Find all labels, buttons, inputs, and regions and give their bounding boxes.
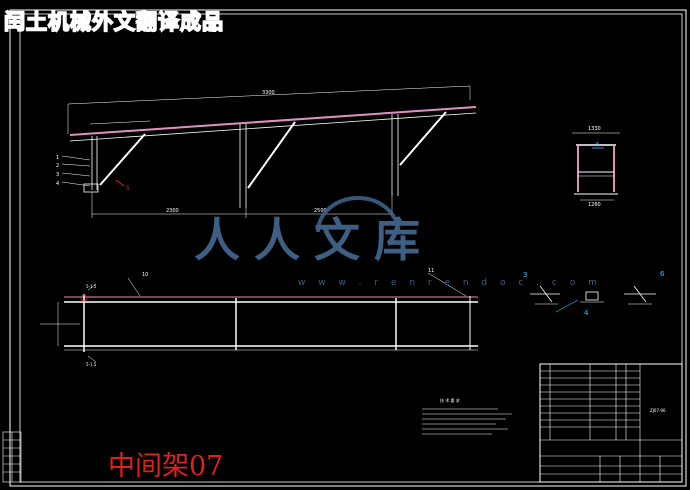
plan-note-1: 5-1.5 (86, 284, 97, 289)
watermark-logo-text: 人人文库 (194, 213, 434, 267)
revision-box (2, 431, 22, 483)
part-label-2: 2 (56, 163, 59, 169)
outer-border (9, 9, 687, 487)
dimension-line-top (67, 85, 471, 105)
detail-callout-4: 4 (584, 309, 589, 317)
part-label-3: 3 (56, 172, 59, 178)
plan-view (40, 272, 478, 363)
part-label-1: 1 (56, 155, 59, 161)
detail-callout-3: 3 (523, 271, 527, 279)
banner-title: 闰土机械外文翻译成品 (3, 9, 224, 35)
plan-callout-10: 10 (142, 272, 148, 278)
callout-5: 5 (126, 185, 130, 192)
technical-notes (422, 408, 512, 435)
belt-frame-top-beam (69, 106, 477, 136)
detail-callout-6: 6 (660, 270, 665, 278)
part-label-4: 4 (56, 181, 59, 187)
title-block (539, 363, 683, 483)
drawing-number: ZJ07-00 (650, 408, 666, 413)
top-dim-text: 3300 (262, 90, 275, 96)
section-callout: 6 (596, 142, 599, 148)
drawing-caption: 中间架07 (108, 451, 224, 482)
plan-note-2: 5-1.5 (86, 362, 97, 367)
section-top-dim: 1330 (588, 126, 601, 132)
brace-3 (399, 111, 447, 166)
bottom-dim-text-1: 2300 (166, 208, 179, 214)
detail-views (530, 285, 656, 313)
brace-2 (247, 121, 296, 189)
brace-1 (99, 133, 146, 186)
drawing-frame (19, 13, 683, 483)
watermark-url: w w w . r e n r e n d o c . c o m (298, 278, 602, 288)
section-bottom-dim: 1260 (588, 202, 601, 208)
section-view (572, 132, 620, 201)
plan-callout-11: 11 (428, 268, 434, 274)
watermark-logo (316, 196, 400, 233)
bottom-dim-text-2: 2500 (314, 208, 327, 214)
tech-notes-title: 技 术 要 求 (440, 397, 460, 403)
side-view (61, 85, 477, 218)
